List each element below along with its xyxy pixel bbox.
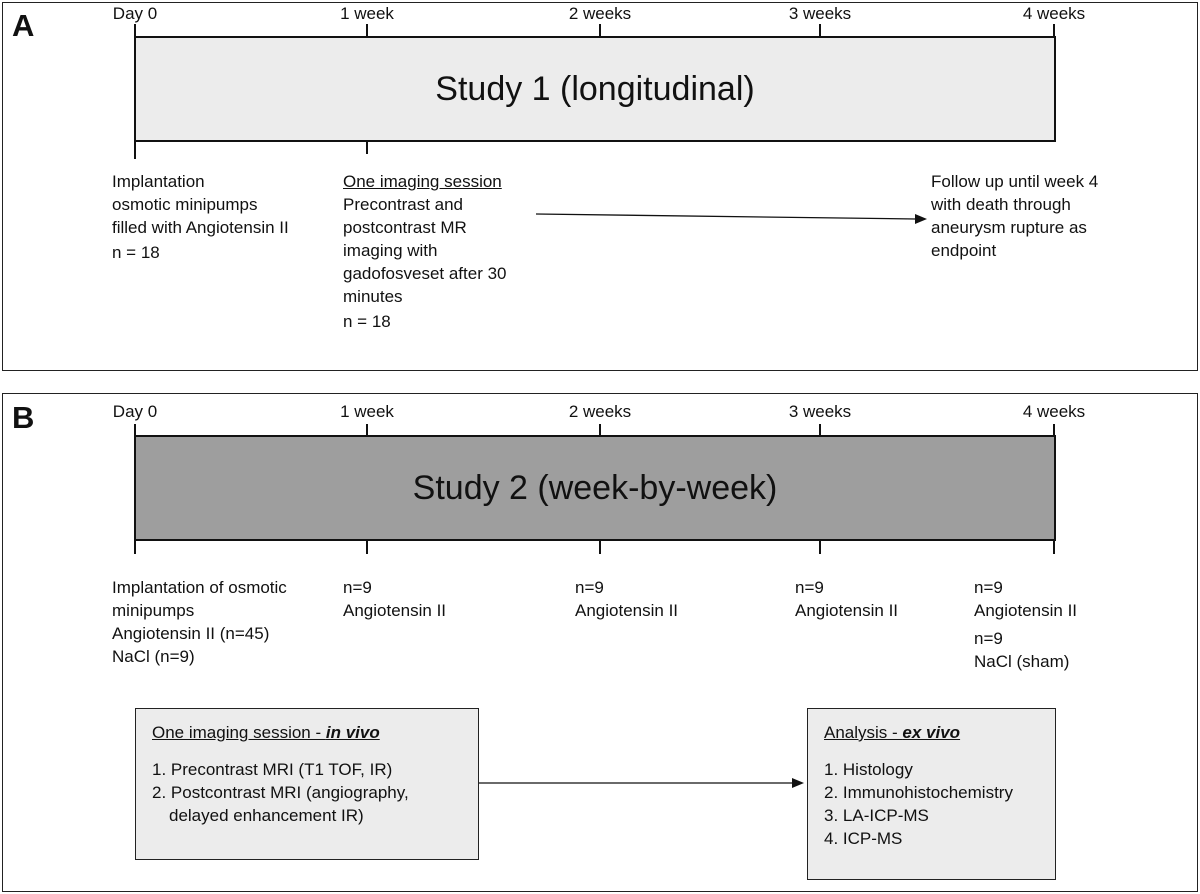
imaging-session-heading: One imaging session [343, 172, 502, 191]
panel-a-letter: A [12, 8, 35, 43]
ex-vivo-analysis-box: Analysis - ex vivo 1. Histology 2. Immun… [807, 708, 1056, 880]
in-vivo-heading-text: One imaging session - [152, 723, 326, 742]
implantation-line: Implantation of osmotic [112, 578, 287, 597]
study2-timeline-bar: Study 2 (week-by-week) [134, 435, 1056, 541]
in-vivo-item: 1. Precontrast MRI (T1 TOF, IR) [152, 760, 393, 779]
implantation-text-a: Implantation osmotic minipumps filled wi… [112, 170, 289, 264]
in-vivo-imaging-box: One imaging session - in vivo 1. Precont… [135, 708, 479, 860]
ex-vivo-heading-text: Analysis - [824, 723, 903, 742]
tick-label-week4-a: 4 weeks [1022, 4, 1086, 23]
followup-line: endpoint [931, 241, 997, 260]
tick-label-week1-b: 1 week [340, 402, 394, 421]
tick-label-week3-b: 3 weeks [788, 402, 852, 421]
implantation-line: osmotic minipumps [112, 195, 258, 214]
study1-timeline-bar: Study 1 (longitudinal) [134, 36, 1056, 142]
ex-vivo-item: 2. Immunohistochemistry [824, 783, 1013, 802]
followup-line: Follow up until week 4 [931, 172, 1099, 191]
analysis-arrow-b [479, 778, 804, 788]
group-treatment: NaCl (sham) [974, 652, 1070, 671]
week3-group-text: n=9 Angiotensin II [795, 576, 898, 622]
ex-vivo-heading-emphasis: ex vivo [902, 723, 961, 742]
tick-label-week1-a: 1 week [340, 4, 394, 23]
followup-text-a: Follow up until week 4 with death throug… [931, 170, 1098, 262]
tick-label-week4-b: 4 weeks [1022, 402, 1086, 421]
implantation-count: n = 18 [112, 243, 160, 262]
imaging-count: n = 18 [343, 312, 391, 331]
week2-group-text: n=9 Angiotensin II [575, 576, 678, 622]
implantation-line: Implantation [112, 172, 205, 191]
imaging-session-text-a: One imaging session Precontrast and post… [343, 170, 507, 333]
followup-line: with death through [931, 195, 1071, 214]
implantation-line: minipumps [112, 601, 195, 620]
followup-arrow-a [535, 213, 927, 224]
week1-group-text: n=9 Angiotensin II [343, 576, 446, 622]
imaging-line: imaging with [343, 241, 438, 260]
group-count: n=9 [343, 578, 372, 597]
study1-title: Study 1 (longitudinal) [435, 69, 755, 108]
implantation-line: Angiotensin II (n=45) [112, 624, 270, 643]
group-count: n=9 [974, 629, 1003, 648]
in-vivo-heading: One imaging session - in vivo [152, 721, 462, 744]
ex-vivo-item: 3. LA-ICP-MS [824, 806, 929, 825]
study2-title: Study 2 (week-by-week) [412, 468, 778, 507]
implantation-text-b: Implantation of osmotic minipumps Angiot… [112, 576, 287, 668]
imaging-line: Precontrast and [343, 195, 464, 214]
group-treatment: Angiotensin II [575, 601, 679, 620]
tick-label-day0-a: Day 0 [112, 4, 158, 23]
ex-vivo-item: 1. Histology [824, 760, 913, 779]
tick-label-week2-a: 2 weeks [568, 4, 632, 23]
imaging-line: minutes [343, 287, 403, 306]
ex-vivo-item: 4. ICP-MS [824, 829, 903, 848]
group-treatment: Angiotensin II [795, 601, 899, 620]
imaging-line: postcontrast MR [343, 218, 467, 237]
tick-label-day0-b: Day 0 [112, 402, 158, 421]
tick-label-week3-a: 3 weeks [788, 4, 852, 23]
implantation-line: filled with Angiotensin II [112, 218, 289, 237]
followup-line: aneurysm rupture as [931, 218, 1087, 237]
in-vivo-item: delayed enhancement IR) [169, 806, 364, 825]
group-count: n=9 [974, 578, 1003, 597]
in-vivo-item: 2. Postcontrast MRI (angiography, [152, 783, 409, 802]
imaging-line: gadofosveset after 30 [343, 264, 507, 283]
panel-b-letter: B [12, 400, 35, 435]
in-vivo-heading-emphasis: in vivo [325, 723, 380, 742]
timeline-tick-week3-a [819, 24, 821, 38]
timeline-tick-week4-a [1053, 24, 1055, 38]
ex-vivo-heading: Analysis - ex vivo [824, 721, 1039, 744]
timeline-tick-week2-a [599, 24, 601, 38]
tick-label-week2-b: 2 weeks [568, 402, 632, 421]
group-count: n=9 [575, 578, 604, 597]
group-count: n=9 [795, 578, 824, 597]
group-treatment: Angiotensin II [974, 601, 1078, 620]
week4-group-text: n=9 Angiotensin II n=9 NaCl (sham) [974, 576, 1077, 673]
group-treatment: Angiotensin II [343, 601, 447, 620]
implantation-line: NaCl (n=9) [112, 647, 195, 666]
